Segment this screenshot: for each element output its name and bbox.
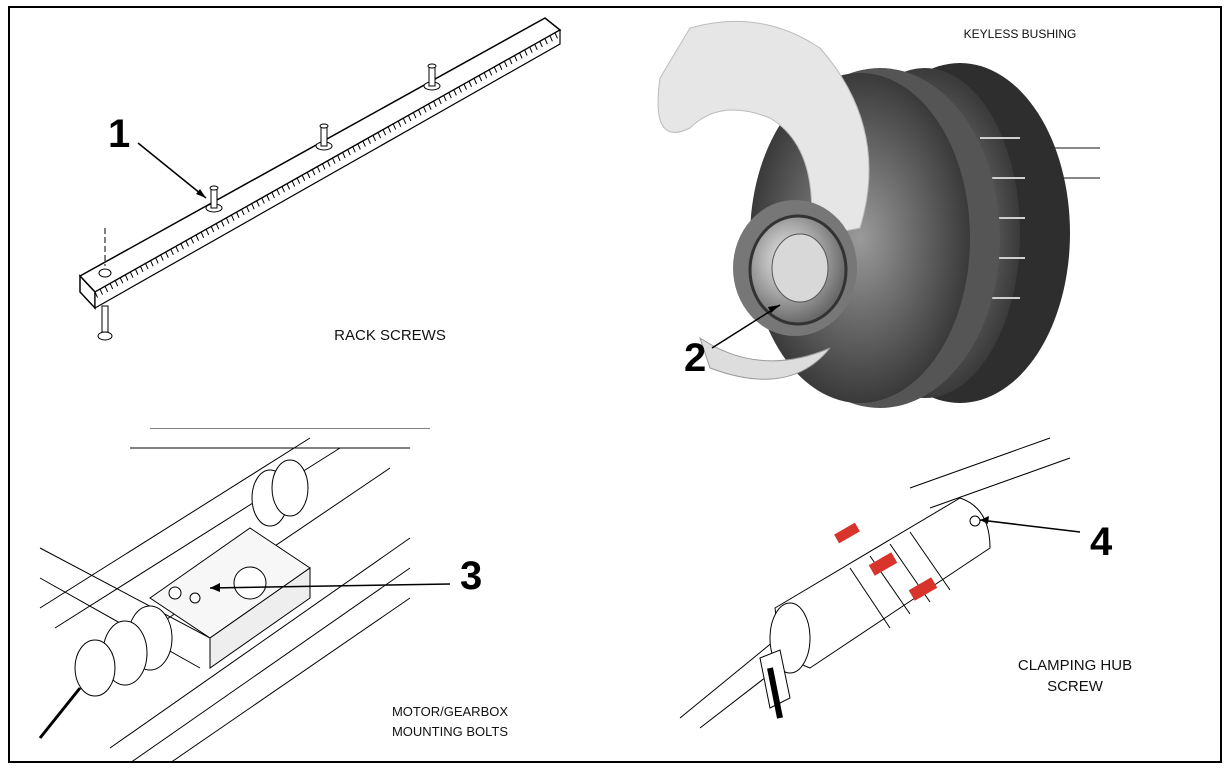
- bushing-panel: KEYLESS BUSHING 2: [630, 8, 1224, 408]
- gear-rack-illustration: [78, 17, 562, 341]
- jaw-coupling-illustration: [679, 437, 1081, 729]
- callout-3: 3: [460, 554, 483, 598]
- keyless-bushing-caption: KEYLESS BUSHING: [963, 27, 1077, 41]
- motor-gearbox-illustration: [38, 428, 451, 763]
- clamping-hub-caption-line1: CLAMPING HUB: [1017, 657, 1133, 674]
- coupling-panel: 4 CLAMPING HUB SCREW: [630, 428, 1224, 763]
- figure-frame: 1 RACK SCREWS: [8, 6, 1222, 763]
- motor-gearbox-caption-line1: MOTOR/GEARBOX: [391, 704, 509, 719]
- motor-panel: 3 MOTOR/GEARBOX MOUNTING BOLTS: [10, 428, 610, 763]
- motor-gearbox-caption-line2: MOUNTING BOLTS: [391, 724, 509, 739]
- callout-2: 2: [684, 336, 707, 380]
- callout-4: 4: [1090, 520, 1113, 564]
- keyless-bushing-photo: [657, 20, 1100, 408]
- clamping-hub-caption-line2: SCREW: [1047, 678, 1103, 695]
- callout-1: 1: [108, 112, 131, 156]
- rack-screws-caption: RACK SCREWS: [334, 327, 446, 344]
- rack-panel: 1 RACK SCREWS: [10, 8, 610, 408]
